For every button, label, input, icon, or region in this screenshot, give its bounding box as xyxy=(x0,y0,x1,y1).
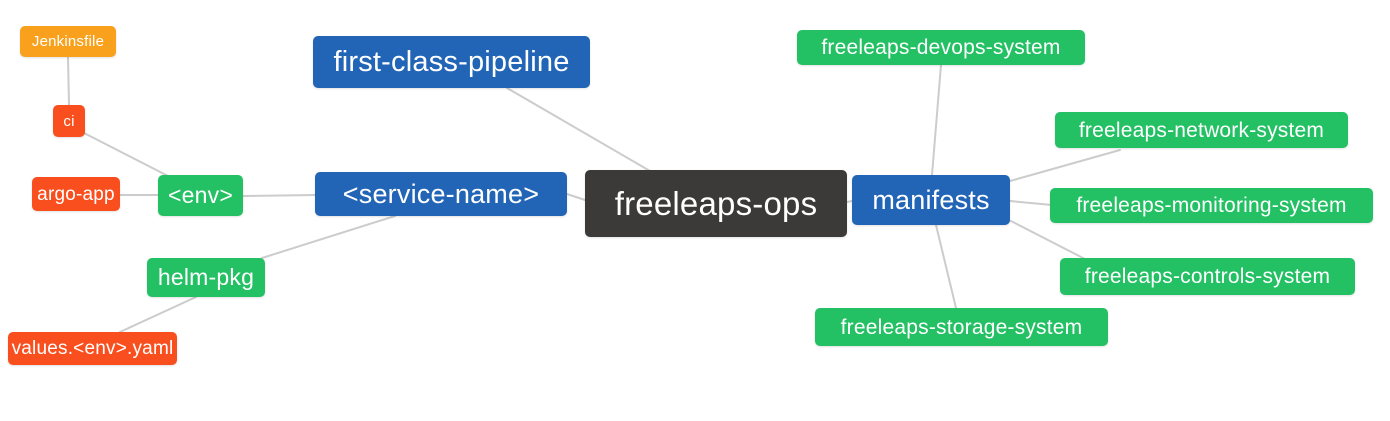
mindmap-node-monitoring-system[interactable]: freeleaps-monitoring-system xyxy=(1050,188,1373,223)
edge-manifests-to-monitoring-system xyxy=(1009,200,1053,206)
mindmap-node-storage-system[interactable]: freeleaps-storage-system xyxy=(815,308,1108,346)
edge-manifests-to-devops-system xyxy=(931,64,942,176)
mindmap-node-freeleaps-ops[interactable]: freeleaps-ops xyxy=(585,170,847,237)
edge-manifests-to-network-system xyxy=(1009,149,1121,182)
mindmap-node-argo-app[interactable]: argo-app xyxy=(32,177,120,211)
edge-manifests-to-controls-system xyxy=(1010,220,1086,260)
mindmap-node-jenkinsfile[interactable]: Jenkinsfile xyxy=(20,26,116,57)
edge-freeleaps-ops-to-manifests xyxy=(846,200,853,203)
mindmap-node-service-name[interactable]: <service-name> xyxy=(315,172,567,216)
mindmap-node-ci[interactable]: ci xyxy=(53,105,85,137)
edge-first-class-pipeline-to-freeleaps-ops xyxy=(506,87,651,172)
edge-jenkinsfile-to-ci xyxy=(67,56,70,106)
mindmap-node-env[interactable]: <env> xyxy=(158,175,243,216)
edge-helm-pkg-to-service-name xyxy=(261,215,396,259)
mindmap-node-network-system[interactable]: freeleaps-network-system xyxy=(1055,112,1348,148)
mindmap-node-helm-pkg[interactable]: helm-pkg xyxy=(147,258,265,297)
edge-env-to-service-name xyxy=(242,194,316,197)
mindmap-node-values-env-yaml[interactable]: values.<env>.yaml xyxy=(8,332,177,365)
mindmap-node-devops-system[interactable]: freeleaps-devops-system xyxy=(797,30,1085,65)
edge-service-name-to-freeleaps-ops xyxy=(566,193,586,201)
edge-values-env-yaml-to-helm-pkg xyxy=(119,296,197,333)
edge-ci-to-env xyxy=(83,132,169,177)
mindmap-node-controls-system[interactable]: freeleaps-controls-system xyxy=(1060,258,1355,295)
mindmap-node-manifests[interactable]: manifests xyxy=(852,175,1010,225)
edge-manifests-to-storage-system xyxy=(935,224,957,309)
mindmap-node-first-class-pipeline[interactable]: first-class-pipeline xyxy=(313,36,590,88)
